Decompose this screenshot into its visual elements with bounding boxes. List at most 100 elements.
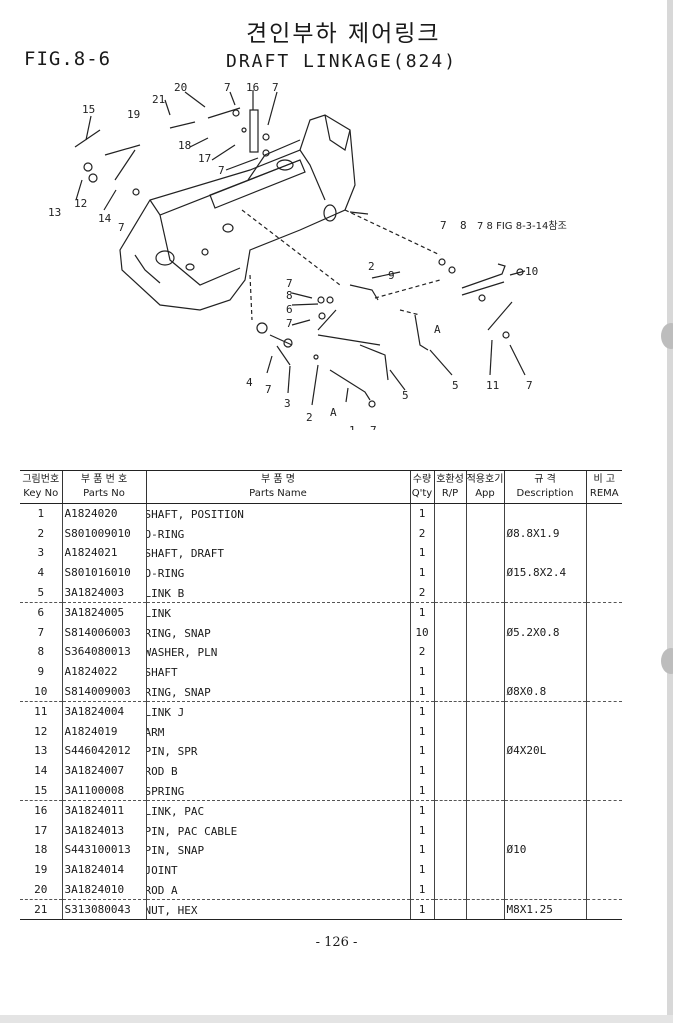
part-name-cell: 로드 AROD A — [145, 879, 410, 900]
part-name-cell: 링크 BLINK B — [145, 582, 410, 603]
app-cell — [465, 879, 504, 900]
description-cell — [503, 859, 586, 880]
key-no-cell: 11 — [34, 705, 48, 719]
part-no-cell: 3A1824013 — [61, 820, 146, 841]
app-cell — [465, 622, 504, 643]
description-cell — [503, 721, 586, 742]
table-row: 63A1824005링크LINK1 — [20, 602, 622, 623]
rp-cell — [433, 701, 466, 722]
svg-text:3: 3 — [284, 397, 291, 410]
part-name-english: WASHER, PLN — [146, 646, 218, 660]
qty-cell: 1 — [409, 543, 434, 563]
part-name-english: RING, SNAP — [146, 626, 211, 640]
part-name-cell: 너트NUT, HEX — [145, 899, 410, 921]
key-no-cell: 20 — [20, 879, 62, 900]
qty-cell: 2 — [409, 642, 434, 662]
part-name-english: PIN, PAC CABLE — [146, 824, 238, 838]
description-cell: Ø5.2X0.8 — [503, 622, 586, 643]
key-no-cell: 5 — [20, 582, 62, 603]
app-cell — [465, 780, 504, 801]
description-cell — [503, 582, 586, 603]
table-row: 53A1824003링크 BLINK B2 — [20, 582, 622, 603]
description-cell: Ø8X0.8 — [503, 681, 586, 702]
scan-edge — [0, 1015, 673, 1023]
qty-cell: 2 — [409, 523, 434, 544]
svg-text:5: 5 — [402, 389, 409, 402]
remarks-cell — [585, 562, 622, 583]
svg-text:15: 15 — [82, 103, 95, 116]
part-name-cell: 링크LINK — [145, 602, 410, 623]
rp-cell — [433, 760, 466, 781]
qty-cell: 1 — [409, 701, 434, 722]
app-cell — [465, 642, 504, 662]
description-cell: Ø10 — [503, 840, 586, 860]
remarks-cell — [585, 523, 622, 544]
part-name-english: SHAFT — [146, 666, 178, 680]
qty-cell: 1 — [409, 760, 434, 781]
remarks-cell — [585, 760, 622, 781]
key-no-cell: 16 — [34, 804, 48, 818]
description-cell — [503, 642, 586, 662]
table-row: 9A1824022축SHAFT1 — [20, 661, 622, 682]
qty-cell: 1 — [409, 661, 434, 682]
part-name-cell: 핀PIN, SNAP — [145, 840, 410, 860]
page-edge — [667, 0, 673, 1023]
description-cell — [503, 503, 586, 524]
part-name-cell: 링크LINK, PAC — [145, 800, 410, 821]
key-no-cell: 1 — [37, 507, 45, 521]
rp-cell — [433, 820, 466, 841]
remarks-cell — [585, 899, 622, 921]
part-no-cell: S801016010 — [61, 562, 146, 583]
svg-text:6: 6 — [286, 303, 293, 316]
rp-cell — [433, 562, 466, 583]
description-cell — [503, 701, 586, 722]
remarks-cell — [585, 543, 622, 563]
table-row: 203A1824010로드 AROD A1 — [20, 879, 622, 900]
svg-text:7: 7 — [370, 424, 377, 430]
rp-cell — [433, 840, 466, 860]
table-row: 153A1100008스프링SPRING1 — [20, 780, 622, 801]
key-no-cell: 2 — [37, 526, 45, 540]
part-name-english: JOINT — [146, 863, 178, 877]
key-no-cell: 19 — [34, 862, 48, 876]
qty-cell: 1 — [409, 800, 434, 821]
exploded-parts-diagram: 15 19 21 20 7 16 7 18 17 7 13 12 14 7 7 … — [48, 81, 567, 430]
qty-cell: 1 — [409, 820, 434, 841]
qty-cell: 10 — [409, 622, 434, 643]
part-no-cell: S443100013 — [61, 840, 146, 860]
housing-outline — [119, 114, 356, 311]
svg-text:18: 18 — [178, 139, 191, 152]
description-cell — [503, 543, 586, 563]
part-no-cell: 3A1824010 — [61, 879, 146, 900]
key-no-cell: 6 — [37, 606, 45, 620]
page-number: - 126 - — [315, 935, 358, 950]
key-no-cell: 18 — [34, 843, 48, 857]
part-no-cell: S313080043 — [61, 899, 146, 921]
svg-text:8: 8 — [460, 219, 467, 232]
remarks-cell — [585, 622, 622, 643]
remarks-cell — [585, 780, 622, 801]
part-name-english: O-RING — [146, 567, 185, 581]
part-no-cell: S364080013 — [61, 642, 146, 662]
qty-cell: 1 — [409, 562, 434, 583]
part-no-cell: 3A1824003 — [61, 582, 146, 603]
description-cell — [503, 661, 586, 682]
part-no-cell: 3A1824004 — [61, 701, 146, 722]
svg-text:7: 7 — [526, 379, 533, 392]
key-no-cell: 10 — [20, 681, 62, 702]
table-row: 193A1824014조인트JOINT1 — [20, 859, 622, 880]
part-name-cell: 로드 BROD B — [145, 760, 410, 781]
app-cell — [465, 800, 504, 821]
svg-text:16: 16 — [246, 81, 259, 94]
description-cell — [503, 879, 586, 900]
part-name-english: SHAFT, POSITION — [146, 508, 244, 522]
